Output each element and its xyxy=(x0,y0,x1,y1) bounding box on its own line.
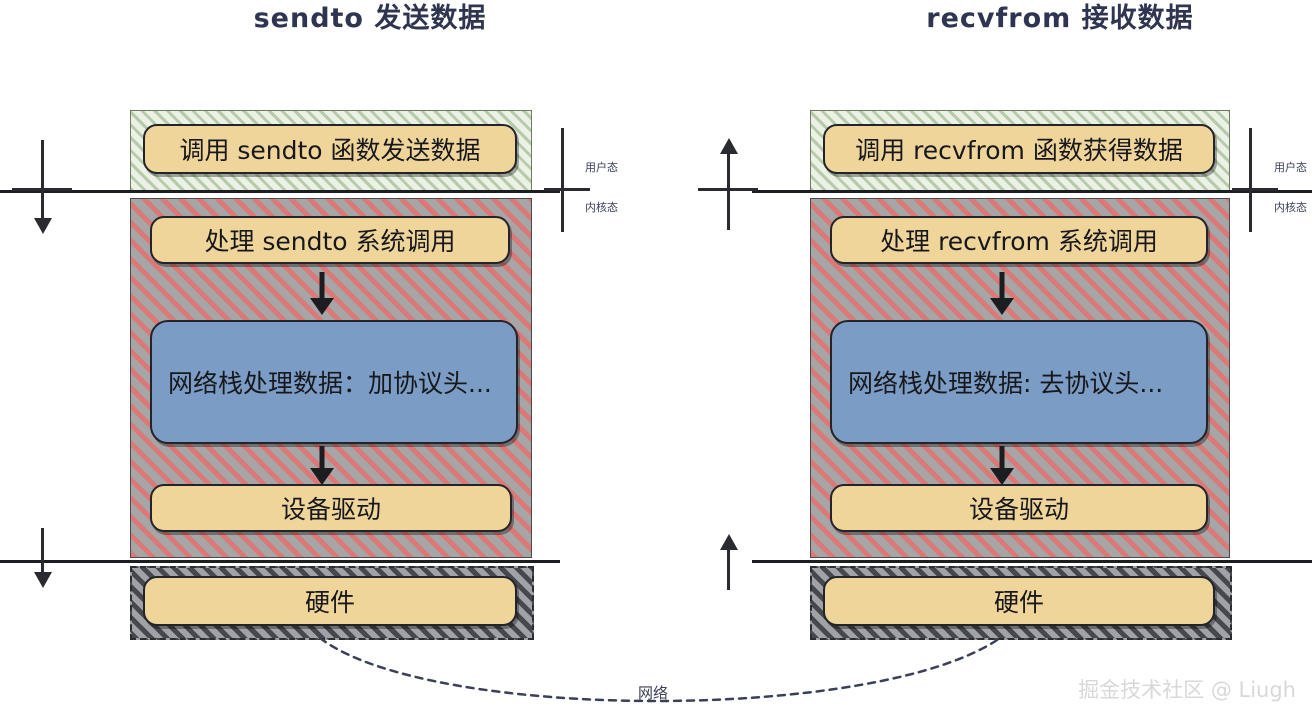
right-user-call-box[interactable]: 调用 recvfrom 函数获得数据 xyxy=(823,124,1215,174)
left-user-kernel-divider xyxy=(0,190,560,193)
right-syscall-box[interactable]: 处理 recvfrom 系统调用 xyxy=(830,216,1208,264)
left-outer-arrow-head xyxy=(34,218,52,234)
left-inner-gadget-crossbar xyxy=(544,188,590,191)
recvfrom-column: 调用 recvfrom 函数获得数据 处理 recvfrom 系统调用 网络栈处… xyxy=(680,0,1232,722)
left-bottom-arrow-head xyxy=(34,572,52,588)
right-user-kernel-divider xyxy=(752,190,1312,193)
right-arrow-syscall-to-netstack xyxy=(979,272,1025,316)
network-label: 网络 xyxy=(638,684,669,702)
left-bottom-arrow-shaft xyxy=(41,528,44,576)
left-kernel-hardware-divider xyxy=(0,560,560,563)
left-hardware-label: 硬件 xyxy=(304,588,355,617)
right-driver-box[interactable]: 设备驱动 xyxy=(830,484,1208,532)
right-netstack-label: 网络栈处理数据: 去协议头... xyxy=(848,369,1164,398)
right-syscall-label: 处理 recvfrom 系统调用 xyxy=(880,227,1158,256)
left-inner-gadget-shaft xyxy=(561,128,564,232)
left-outer-arrow-shaft xyxy=(41,140,44,222)
sendto-column: 调用 sendto 函数发送数据 处理 sendto 系统调用 网络栈处理数据：… xyxy=(0,0,534,722)
right-driver-label: 设备驱动 xyxy=(968,495,1069,524)
left-column-title: sendto 发送数据 xyxy=(253,3,487,34)
left-syscall-box[interactable]: 处理 sendto 系统调用 xyxy=(150,216,510,264)
left-user-mode-label: 用户态 xyxy=(585,161,618,174)
left-kernel-mode-label: 内核态 xyxy=(585,201,618,214)
right-outer-arrow-head xyxy=(720,138,738,154)
left-outer-crossbar xyxy=(12,188,72,191)
right-kernel-hardware-divider xyxy=(752,560,1312,563)
right-hardware-box[interactable]: 硬件 xyxy=(823,576,1215,626)
right-hardware-label: 硬件 xyxy=(993,588,1044,617)
watermark: 掘金技术社区 @ Liugh xyxy=(1078,678,1296,702)
left-arrow-netstack-to-driver xyxy=(299,446,345,486)
right-user-mode-label: 用户态 xyxy=(1274,161,1307,174)
right-inner-gadget-crossbar xyxy=(1232,188,1278,191)
right-kernel-mode-label: 内核态 xyxy=(1274,201,1307,214)
right-arrow-netstack-to-driver xyxy=(979,446,1025,486)
left-arrow-syscall-to-netstack xyxy=(299,272,345,316)
right-bottom-arrow-shaft xyxy=(727,546,730,590)
right-column-title: recvfrom 接收数据 xyxy=(926,3,1194,34)
network-link-curve xyxy=(318,636,1002,703)
left-driver-box[interactable]: 设备驱动 xyxy=(150,484,512,532)
right-user-call-label: 调用 recvfrom 函数获得数据 xyxy=(855,136,1183,165)
left-netstack-box[interactable]: 网络栈处理数据：加协议头... xyxy=(150,320,518,444)
left-driver-label: 设备驱动 xyxy=(280,495,381,524)
left-user-call-label: 调用 sendto 函数发送数据 xyxy=(179,136,481,165)
right-bottom-arrow-head xyxy=(720,534,738,550)
left-netstack-label: 网络栈处理数据：加协议头... xyxy=(168,369,492,398)
left-hardware-box[interactable]: 硬件 xyxy=(143,576,517,626)
left-user-call-box[interactable]: 调用 sendto 函数发送数据 xyxy=(143,124,517,174)
left-syscall-label: 处理 sendto 系统调用 xyxy=(204,227,456,256)
right-inner-gadget-shaft xyxy=(1249,128,1252,232)
right-outer-crossbar xyxy=(698,188,758,191)
right-netstack-box[interactable]: 网络栈处理数据: 去协议头... xyxy=(830,320,1208,444)
